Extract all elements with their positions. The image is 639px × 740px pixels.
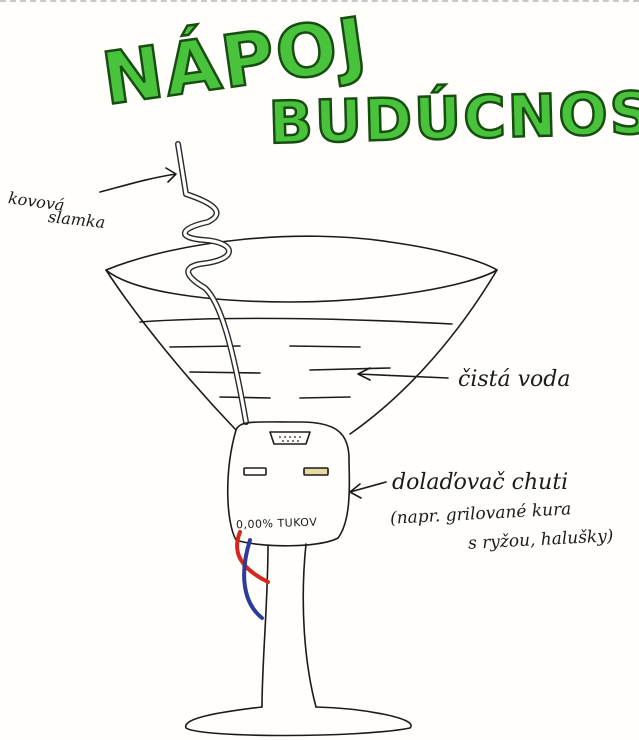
device-slot-left [244, 468, 266, 475]
glass-rim [106, 236, 497, 302]
water-ripples [170, 346, 390, 398]
wire-red [237, 532, 268, 582]
glass-cone [106, 270, 497, 434]
straw [178, 144, 246, 422]
arrow-water [358, 368, 448, 380]
arrow-flavor [350, 482, 386, 498]
device-speaker [270, 432, 310, 444]
glass-stem [262, 544, 316, 707]
label-flavor: dolaďovač chuti [392, 472, 568, 494]
glass-base [186, 707, 411, 736]
arrow-straw [100, 168, 176, 192]
water-surface [140, 318, 452, 324]
device-slot-right [304, 468, 328, 475]
label-water: čistá voda [458, 369, 570, 391]
